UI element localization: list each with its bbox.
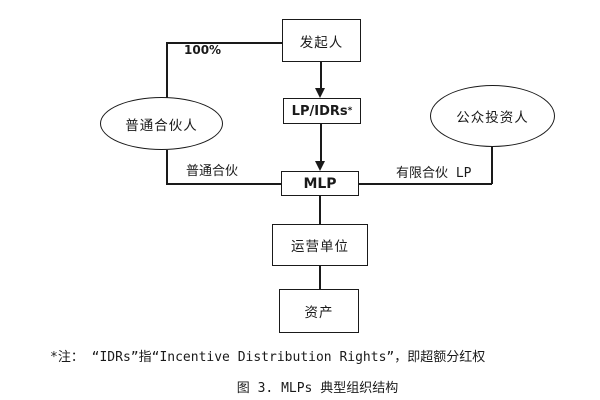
edge-public-mlp-horizontal xyxy=(359,183,492,185)
node-assets-label: 资产 xyxy=(304,305,334,321)
node-lp-idrs: LP/IDRs* xyxy=(283,98,361,124)
edge-operating-assets xyxy=(319,266,321,289)
node-mlp-label: MLP xyxy=(303,175,337,192)
edge-public-mlp-vertical xyxy=(491,147,493,184)
node-general-partner: 普通合伙人 xyxy=(100,97,223,150)
footnote: *注： “IDRs”指“Incentive Distribution Right… xyxy=(50,350,486,365)
edge-sponsor-gp-vertical xyxy=(166,42,168,98)
edge-label-general-partnership: 普通合伙 xyxy=(186,164,239,179)
edge-label-ownership-pct: 100% xyxy=(184,43,222,57)
node-mlp: MLP xyxy=(281,171,359,196)
node-public-investors: 公众投资人 xyxy=(430,85,555,147)
node-sponsor: 发起人 xyxy=(282,19,361,62)
figure-caption: 图 3. MLPs 典型组织结构 xyxy=(236,381,399,396)
edge-lpidrs-mlp xyxy=(320,124,322,161)
node-public-investors-label: 公众投资人 xyxy=(456,110,529,126)
node-sponsor-label: 发起人 xyxy=(299,34,344,51)
node-assets: 资产 xyxy=(279,289,359,333)
node-general-partner-label: 普通合伙人 xyxy=(125,117,198,134)
node-lp-idrs-label: LP/IDRs xyxy=(291,103,348,119)
node-operating-unit-label: 运营单位 xyxy=(291,239,349,255)
edge-sponsor-gp-horizontal xyxy=(166,42,283,44)
edge-sponsor-lpidrs xyxy=(320,62,322,89)
edge-mlp-operating xyxy=(319,196,321,224)
arrowhead-down-icon xyxy=(315,161,325,171)
edge-gp-mlp-vertical xyxy=(166,150,168,184)
node-operating-unit: 运营单位 xyxy=(272,224,368,266)
arrowhead-down-icon xyxy=(315,88,325,98)
edge-label-limited-partnership: 有限合伙 LP xyxy=(396,166,472,181)
edge-gp-mlp-horizontal xyxy=(166,183,281,185)
